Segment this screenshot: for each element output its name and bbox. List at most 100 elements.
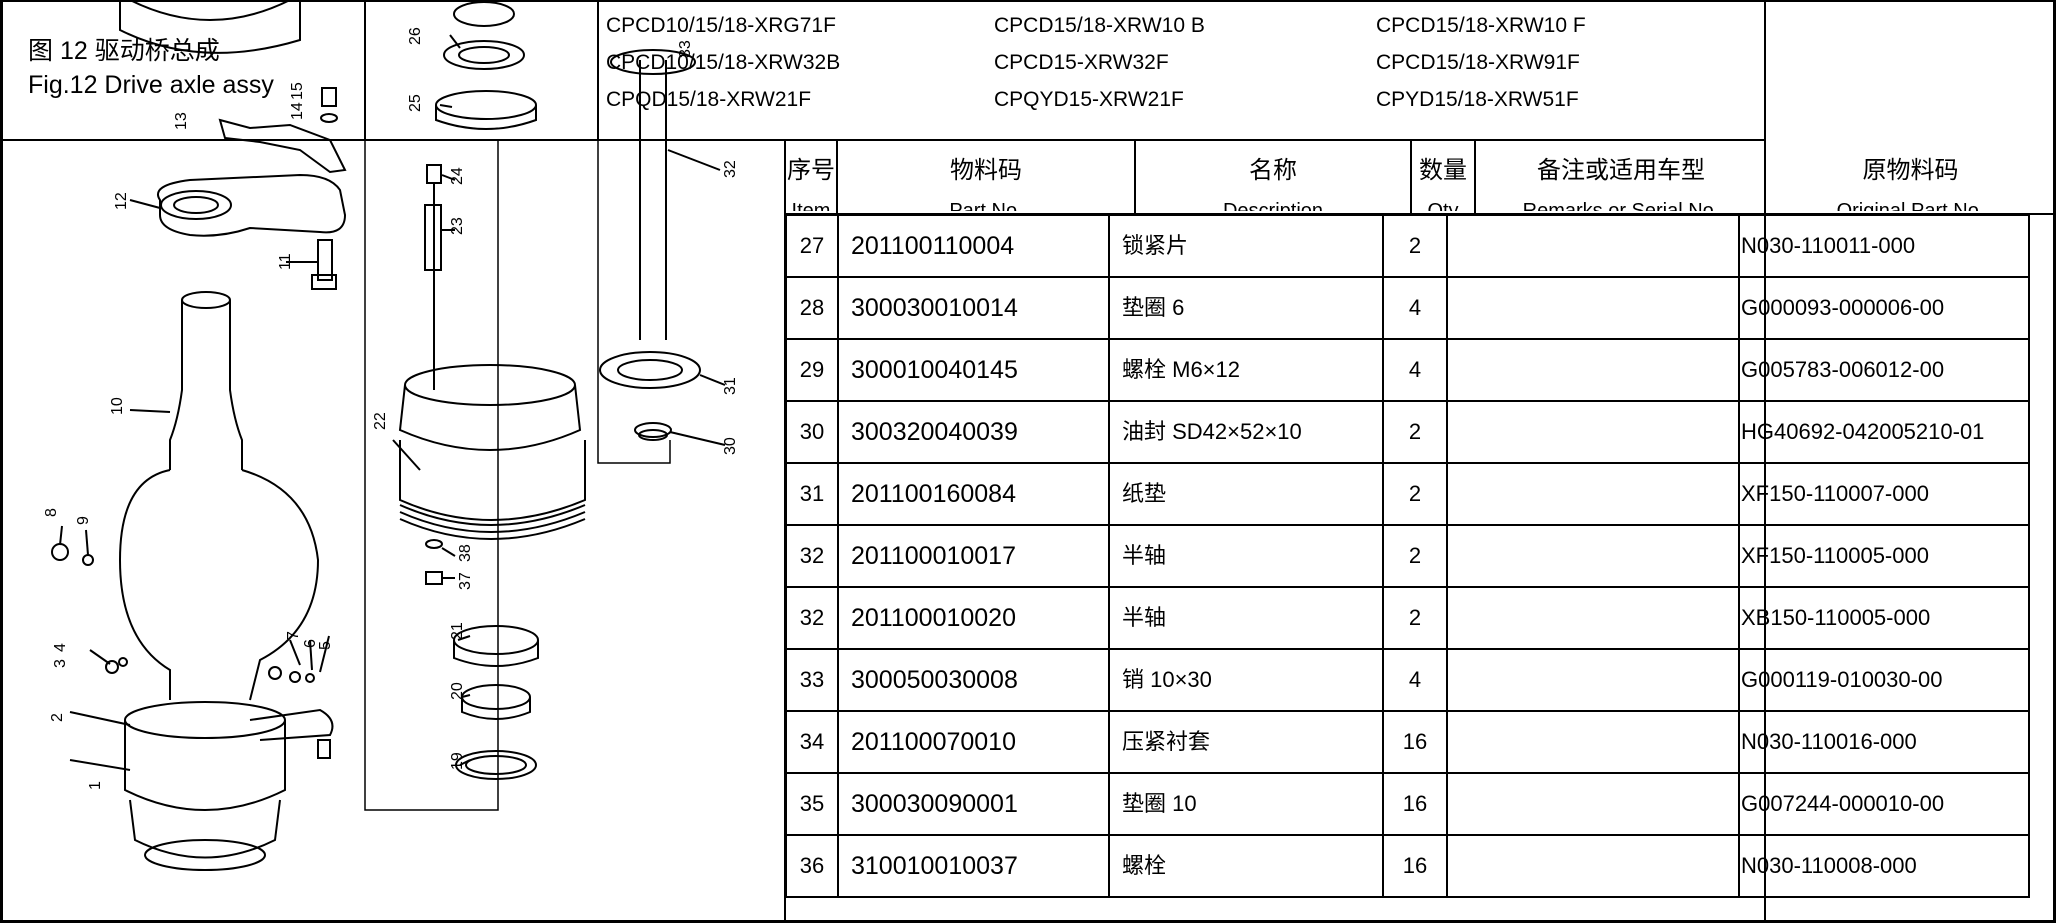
callout-4: 4 xyxy=(52,643,69,652)
callout-11: 11 xyxy=(277,253,294,270)
remarks-cell xyxy=(1446,772,1740,836)
qty-cell: 4 xyxy=(1382,276,1448,340)
callout-22: 22 xyxy=(372,412,389,430)
callout-23: 23 xyxy=(449,217,466,235)
description-cell: 纸垫 xyxy=(1108,462,1384,526)
qty-cell: 2 xyxy=(1382,214,1448,278)
callout-33: 33 xyxy=(677,40,694,58)
item-cell: 33 xyxy=(785,648,839,712)
callout-26: 26 xyxy=(407,27,424,45)
callout-9: 9 xyxy=(75,516,92,525)
header-item-cn: 序号 xyxy=(787,157,835,184)
part-no-cell: 201100010017 xyxy=(837,524,1110,588)
original-part-no-cell: G000093-000006-00 xyxy=(1738,276,2030,340)
qty-cell: 2 xyxy=(1382,524,1448,588)
qty-cell: 2 xyxy=(1382,462,1448,526)
item-cell: 27 xyxy=(785,214,839,278)
callout-8: 8 xyxy=(43,508,60,517)
item-cell: 28 xyxy=(785,276,839,340)
part-no-cell: 300050030008 xyxy=(837,648,1110,712)
model-code: CPCD15/18-XRW91F xyxy=(1376,51,1580,74)
remarks-cell xyxy=(1446,586,1740,650)
header-name-cn: 名称 xyxy=(1249,157,1297,184)
qty-cell: 16 xyxy=(1382,772,1448,836)
original-part-no-cell: N030-110008-000 xyxy=(1738,834,2030,898)
header-orig-en: Original Part No. xyxy=(1836,200,1985,211)
applicable-models: CPCD10/15/18-XRG71F CPCD15/18-XRW10 B CP… xyxy=(606,14,1766,125)
remarks-cell xyxy=(1446,834,1740,898)
models-row: CPCD10/15/18-XRG71F CPCD15/18-XRW10 B CP… xyxy=(606,14,1766,51)
item-cell: 29 xyxy=(785,338,839,402)
original-part-no-cell: N030-110016-000 xyxy=(1738,710,2030,774)
qty-cell: 16 xyxy=(1382,710,1448,774)
model-code: CPQD15/18-XRW21F xyxy=(606,88,812,111)
original-part-no-cell: XF150-110007-000 xyxy=(1738,462,2030,526)
remarks-cell xyxy=(1446,710,1740,774)
remarks-cell xyxy=(1446,338,1740,402)
callout-1: 1 xyxy=(87,781,104,790)
callout-6: 6 xyxy=(302,639,319,648)
model-code: CPCD10/15/18-XRW32B xyxy=(606,51,841,74)
callout-20: 20 xyxy=(449,682,466,700)
remarks-cell xyxy=(1446,524,1740,588)
qty-cell: 2 xyxy=(1382,400,1448,464)
qty-cell: 2 xyxy=(1382,586,1448,650)
models-row: CPCD10/15/18-XRW32B CPCD15-XRW32F CPCD15… xyxy=(606,51,1766,88)
remarks-cell xyxy=(1446,400,1740,464)
description-cell: 垫圈 10 xyxy=(1108,772,1384,836)
original-part-no-cell: G000119-010030-00 xyxy=(1738,648,2030,712)
item-cell: 32 xyxy=(785,586,839,650)
page-border-top xyxy=(0,0,2056,2)
part-no-cell: 300010040145 xyxy=(837,338,1110,402)
callout-37: 37 xyxy=(457,572,474,590)
part-no-cell: 300030090001 xyxy=(837,772,1110,836)
callout-25: 25 xyxy=(407,94,424,112)
remarks-cell xyxy=(1446,214,1740,278)
page-border-right xyxy=(2053,0,2056,923)
remarks-cell xyxy=(1446,276,1740,340)
item-cell: 36 xyxy=(785,834,839,898)
description-cell: 油封 SD42×52×10 xyxy=(1108,400,1384,464)
remarks-cell xyxy=(1446,462,1740,526)
callout-14: 14 xyxy=(289,102,306,120)
description-cell: 压紧衬套 xyxy=(1108,710,1384,774)
description-cell: 螺栓 M6×12 xyxy=(1108,338,1384,402)
item-cell: 31 xyxy=(785,462,839,526)
header-remarks-cn: 备注或适用车型 xyxy=(1537,157,1705,184)
item-cell: 30 xyxy=(785,400,839,464)
part-no-cell: 201100160084 xyxy=(837,462,1110,526)
model-code: CPCD15/18-XRW10 B xyxy=(994,14,1205,37)
model-code: CPCD15/18-XRW10 F xyxy=(1376,14,1586,37)
part-no-cell: 300030010014 xyxy=(837,276,1110,340)
callout-7: 7 xyxy=(285,631,302,640)
description-cell: 半轴 xyxy=(1108,524,1384,588)
description-cell: 垫圈 6 xyxy=(1108,276,1384,340)
model-code: CPCD10/15/18-XRG71F xyxy=(606,14,836,37)
original-part-no-cell: HG40692-042005210-01 xyxy=(1738,400,2030,464)
callout-3: 3 xyxy=(52,659,69,668)
callout-5: 5 xyxy=(317,641,334,650)
description-cell: 销 10×30 xyxy=(1108,648,1384,712)
part-no-cell: 201100110004 xyxy=(837,214,1110,278)
callout-10: 10 xyxy=(109,397,126,415)
callout-38: 38 xyxy=(457,544,474,562)
description-cell: 锁紧片 xyxy=(1108,214,1384,278)
figure-title-en: Fig.12 Drive axle assy xyxy=(28,71,274,99)
remarks-cell xyxy=(1446,648,1740,712)
callout-15: 15 xyxy=(289,82,306,100)
header-part-en: Part No. xyxy=(949,200,1023,211)
header-qty-en: Qty xyxy=(1427,200,1459,211)
model-code: CPCD15-XRW32F xyxy=(994,51,1169,74)
